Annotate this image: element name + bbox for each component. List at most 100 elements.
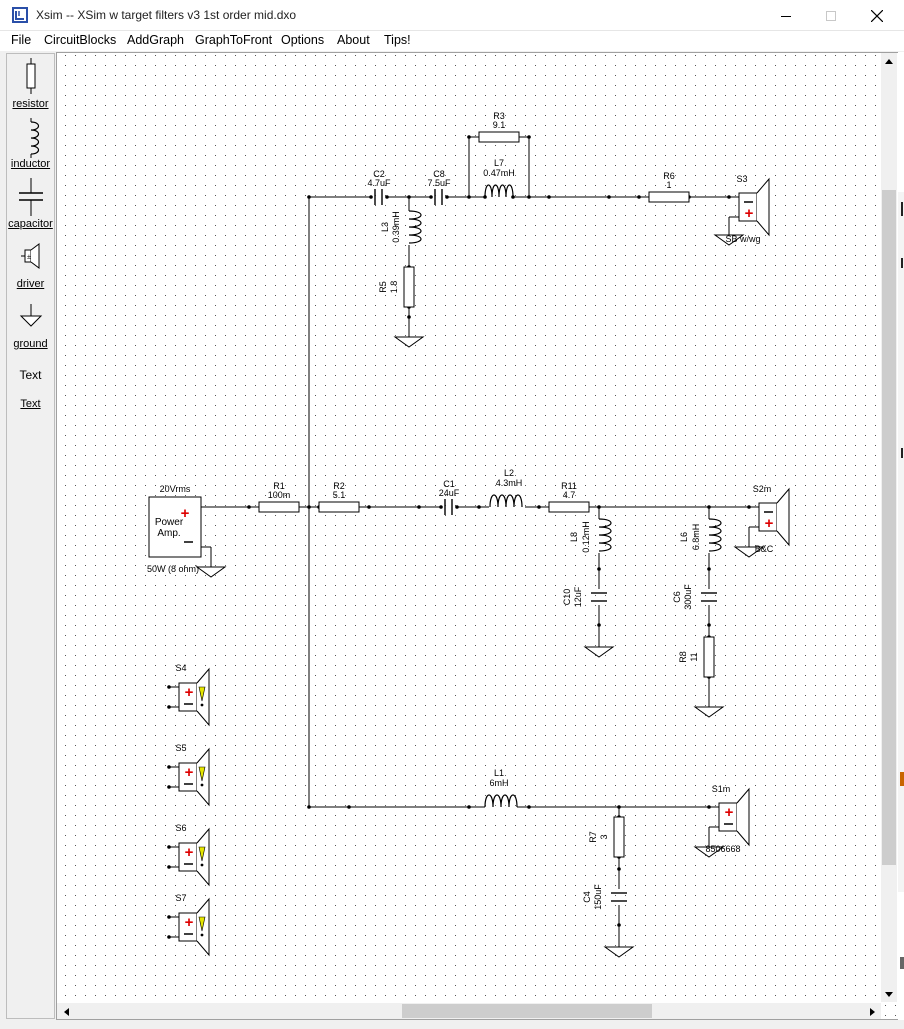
xsim-app-icon [12,7,28,23]
resistor-R8[interactable]: R8 11 [678,636,715,678]
resistor-R11[interactable]: R11 4.7 [548,481,590,513]
menu-file[interactable]: File [11,33,32,47]
s3-model: SB w/wg [725,234,760,244]
ground-s2m[interactable] [733,546,765,558]
svg-text:+: + [725,804,734,821]
capacitor-C2[interactable]: C2 4.7uF [367,169,391,205]
l3-name: L3 [380,222,390,232]
r1-name: R1 [273,481,285,491]
resistor-R6[interactable]: R6 1 [648,171,690,203]
scroll-up-button[interactable] [881,53,896,68]
resistor-R5[interactable]: R5 1.8 [378,266,415,308]
c4-name: C4 [582,891,592,903]
resistor-R7[interactable]: R7 3 [588,816,625,858]
l1-value: 6mH [489,778,508,788]
scroll-right-button[interactable] [865,1004,880,1019]
menu-about[interactable]: About [337,33,370,47]
ground-r8[interactable] [693,706,725,718]
svg-text:+: + [185,844,194,861]
resistor-R1[interactable]: R1 100m [258,481,300,513]
l6-value: 6.8mH [691,524,701,551]
l8-name: L8 [569,532,579,542]
inductor-L1[interactable]: L1 6mH [484,768,518,808]
svg-text:±: ± [27,254,31,261]
c8-name: C8 [433,169,445,179]
capacitor-C4[interactable]: C4 150uF [582,884,627,910]
schematic-canvas[interactable]: R1 100m R2 5.1 R11 4.7 R3 9.1 R6 1 R5 1.… [56,52,899,1020]
driver-S1m[interactable]: + S1m 8506668 [705,784,750,854]
inductor-L2[interactable]: L2 4.3mH [489,468,523,508]
ground-amp[interactable] [195,566,227,578]
s5-warning-icon [198,766,206,782]
menu-circuitblocks[interactable]: CircuitBlocks [44,33,117,47]
maximize-icon [826,10,836,21]
inductor-L3[interactable]: L3 0.39mH [380,210,422,244]
r1-value: 100m [268,490,291,500]
r11-value: 4.7 [563,490,576,500]
driver-S7[interactable]: + S7 [175,893,210,957]
r8-value: 11 [689,652,699,661]
resistor-icon [26,58,36,94]
s7-name: S7 [175,893,186,903]
palette-text-label: Text [20,398,41,410]
r5-name: R5 [378,281,388,293]
driver-S4[interactable]: + S4 [175,663,210,727]
ground-icon [19,304,43,327]
inductor-L8[interactable]: L8 0.12mH [569,518,612,553]
menu-graphtofront[interactable]: GraphToFront [195,33,273,47]
l8-value: 0.12mH [581,521,591,553]
ground-s1m[interactable] [693,846,725,858]
svg-text:+: + [185,764,194,781]
s3-name: S3 [736,174,747,184]
menu-options[interactable]: Options [281,33,325,47]
minimize-icon [781,15,791,17]
ground-c4[interactable] [603,946,635,958]
capacitor-C8[interactable]: C8 7.5uF [427,169,451,205]
inductor-L6[interactable]: L6 6.8mH [679,518,722,552]
background-window-fragment [898,192,904,969]
ground-s3[interactable] [713,234,745,246]
svg-text:+: + [181,505,190,522]
palette-driver-label: driver [16,278,45,290]
text-icon: Text [19,368,42,382]
capacitor-C10[interactable]: C10 12uF [562,586,607,607]
grounds [195,234,765,958]
minimize-button[interactable] [763,0,809,31]
driver-S3[interactable]: + S3 SB w/wg [725,174,770,244]
s2m-model: B&C [755,544,774,554]
inductor-L7[interactable]: L7 0.47mH [483,158,515,198]
scroll-down-button[interactable] [881,987,896,1002]
resistor-R2[interactable]: R2 5.1 [318,481,360,513]
c2-name: C2 [373,169,385,179]
c1-name: C1 [443,479,455,489]
driver-S6[interactable]: + S6 [175,823,210,887]
menu-tips[interactable]: Tips! [384,33,411,47]
capacitor-C6[interactable]: C6 300uF [672,584,717,610]
driver-S5[interactable]: + S5 [175,743,210,807]
r2-name: R2 [333,481,345,491]
close-button[interactable] [854,0,900,31]
vertical-scroll-thumb[interactable] [882,190,896,865]
schematic-drawing[interactable]: R1 100m R2 5.1 R11 4.7 R3 9.1 R6 1 R5 1.… [57,53,899,1020]
ground-c10[interactable] [583,646,615,658]
resistor-R3[interactable]: R3 9.1 [478,111,520,143]
l7-name: L7 [494,158,504,168]
horizontal-scroll-thumb[interactable] [402,1004,652,1018]
junctions [167,135,751,939]
c1-value: 24uF [439,488,460,498]
r6-value: 1 [666,180,671,190]
capacitor-C1[interactable]: C1 24uF [439,479,460,515]
menu-addgraph[interactable]: AddGraph [127,33,184,47]
c6-value: 300uF [683,584,693,610]
s6-name: S6 [175,823,186,833]
power-amp[interactable]: + Power Amp. 20Vrms 50W (8 ohm) [147,484,211,574]
driver-S2m[interactable]: + S2m B&C [753,484,790,554]
l1-name: L1 [494,768,504,778]
scroll-left-button[interactable] [58,1004,73,1019]
r7-name: R7 [588,831,598,843]
palette-resistor-label: resistor [12,98,49,110]
r8-name: R8 [678,651,688,663]
ground-l3[interactable] [393,336,425,348]
svg-text:+: + [765,515,774,532]
maximize-button[interactable] [808,0,854,31]
